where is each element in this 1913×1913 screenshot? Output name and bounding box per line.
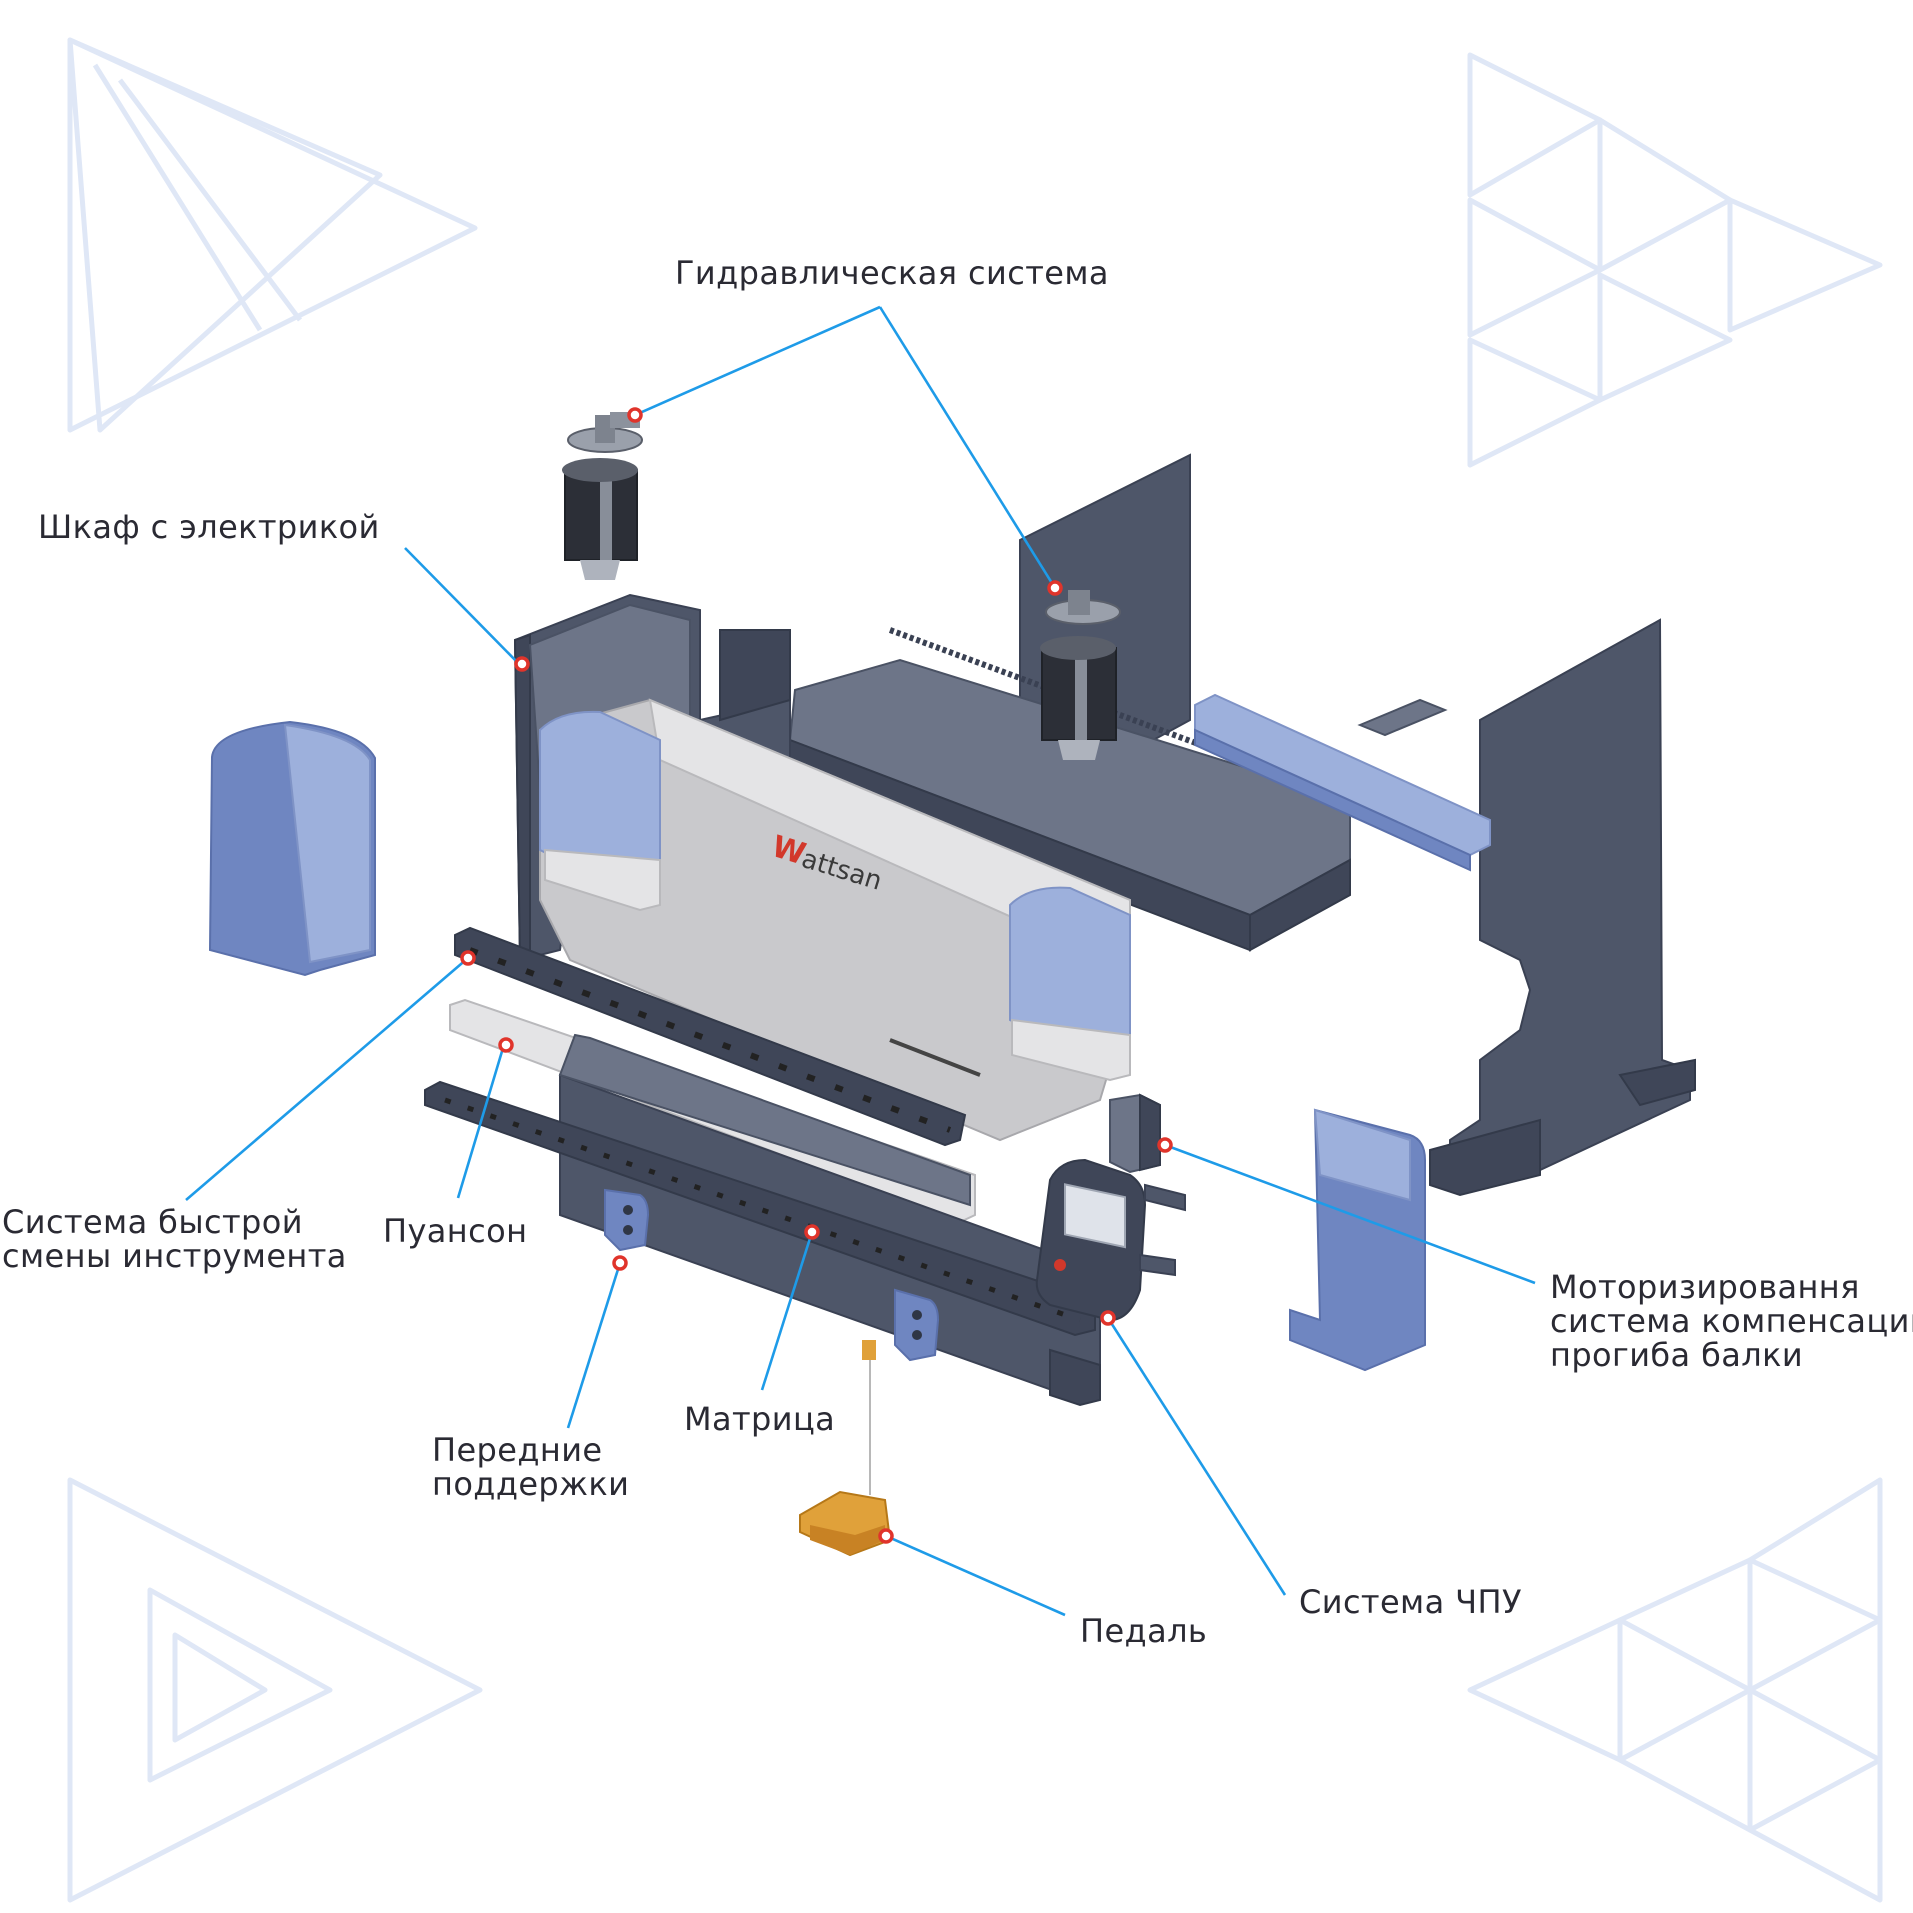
label-quick-change-line-1: Система быстрой [2,1203,303,1241]
label-cabinet: Шкаф с электрикой [38,508,380,546]
right-side-cover [1289,1108,1426,1372]
label-quick-change-line-2: смены инструмента [2,1237,347,1275]
crowning-box [1109,1093,1161,1174]
hydraulic-cylinder-left [562,412,643,580]
pedal [799,1340,892,1557]
label-hydraulic: Гидравлическая система [675,254,1109,292]
label-motorized-line-1: Моторизировання [1550,1268,1860,1306]
right-side-frame [1429,618,1696,1197]
top-beam [788,627,1352,952]
marker-cnc [1100,1310,1116,1326]
small-bracket [1357,698,1448,737]
label-motorized-line-2: система компенсации [1550,1302,1913,1340]
marker-hydraulic-right [1047,580,1063,596]
label-quick-change: Система быстрой смены инструмента [2,1205,347,1273]
marker-front-supports [612,1255,628,1271]
ram-cover-right [1009,886,1131,1082]
markers [460,407,1173,1544]
leader-lines [185,305,1536,1617]
marker-matrix [804,1224,820,1240]
label-front-supports-line-1: Передние [432,1431,603,1469]
label-front-supports-line-2: поддержки [432,1465,630,1503]
front-support-left [604,1188,650,1252]
marker-pedal [878,1528,894,1544]
marker-punch [498,1037,514,1053]
marker-motorized [1157,1137,1173,1153]
decor-bottom-left-triangles [67,1477,483,1903]
label-motorized-line-3: прогиба балки [1550,1336,1804,1374]
label-pedal: Педаль [1080,1612,1208,1650]
label-front-supports: Передние поддержки [432,1433,629,1501]
quick-change-strip [454,926,967,1147]
ram-cover-left [539,710,661,912]
marker-cabinet [514,656,530,672]
hydraulic-cylinder-right [1040,590,1121,760]
cnc-panel [1035,1158,1186,1322]
label-motorized: Моторизировання система компенсации прог… [1550,1270,1913,1372]
decor-top-right-triangles [1467,52,1883,468]
lower-beam [424,1033,1101,1407]
left-side-cover [208,720,376,977]
decor-bottom-right-triangles [1467,1477,1883,1903]
marker-hydraulic-left [627,407,643,423]
label-matrix: Матрица [684,1400,836,1438]
front-support-right [894,1288,940,1362]
blue-rail [1194,693,1491,872]
marker-quick-change [460,950,476,966]
label-cnc: Система ЧПУ [1299,1583,1522,1621]
label-punch: Пуансон [383,1212,528,1250]
decor-top-left-triangles [67,37,478,433]
